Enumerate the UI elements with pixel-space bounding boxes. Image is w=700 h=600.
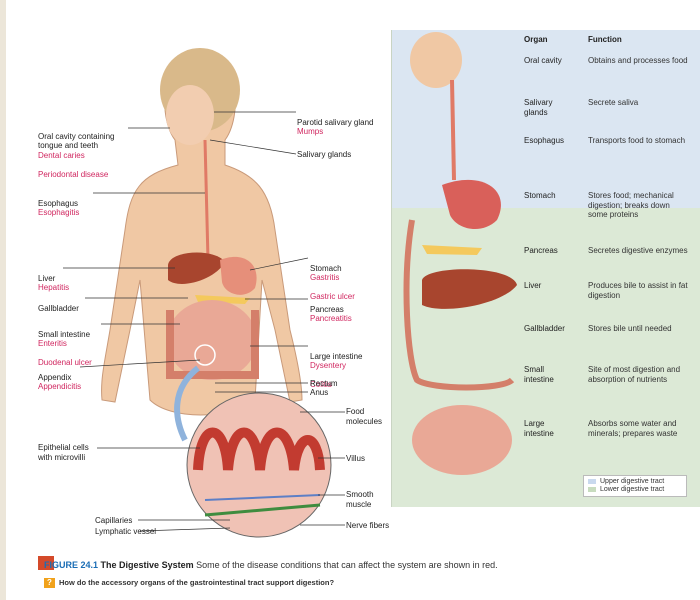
label-esophagus: Esophagus Esophagitis: [38, 189, 79, 227]
disease-periodontal: Periodontal disease: [38, 170, 114, 180]
label-salivary-glands: Salivary glands: [297, 150, 351, 160]
label-appendix-text: Appendix: [38, 373, 71, 382]
label-gallbladder-text: Gallbladder: [38, 304, 79, 313]
table-organ-oral-cavity: Oral cavity: [524, 56, 562, 66]
disease-pancreatitis: Pancreatitis: [310, 314, 352, 324]
label-oral-cavity-text: Oral cavity containing tongue and teeth: [38, 132, 114, 151]
table-organ-liver: Liver: [524, 281, 541, 291]
label-parotid-text: Parotid salivary gland: [297, 118, 373, 127]
disease-dental-caries: Dental caries: [38, 151, 114, 161]
disease-dysentery: Dysentery: [310, 361, 362, 371]
table-function-esophagus: Transports food to stomach: [588, 136, 688, 146]
label-liver-text: Liver: [38, 274, 55, 283]
intestines-shape: [167, 300, 257, 380]
figure-question-text: How do the accessory organs of the gastr…: [59, 578, 334, 587]
label-gallbladder: Gallbladder: [38, 294, 79, 313]
legend-lower-swatch: [588, 487, 596, 492]
label-smooth-muscle: Smooth muscle: [346, 490, 374, 509]
legend-lower-text: Lower digestive tract: [600, 486, 664, 493]
legend-upper-swatch: [588, 479, 596, 484]
label-esophagus-text: Esophagus: [38, 199, 78, 208]
tract-legend: Upper digestive tract Lower digestive tr…: [583, 475, 687, 497]
label-capillaries: Capillaries: [95, 516, 132, 526]
table-organ-small-intestine: Small intestine: [524, 365, 554, 384]
label-stomach-text: Stomach: [310, 264, 342, 273]
disease-appendicitis: Appendicitis: [38, 382, 81, 392]
legend-upper: Upper digestive tract: [588, 478, 664, 486]
table-function-oral-cavity: Obtains and processes food: [588, 56, 688, 66]
label-epithelial-cells: Epithelial cells with microvilli: [38, 443, 89, 462]
label-pancreas-text: Pancreas: [310, 305, 344, 314]
table-organ-salivary: Salivary glands: [524, 98, 552, 117]
disease-hepatitis: Hepatitis: [38, 283, 69, 293]
label-pancreas: Pancreas Pancreatitis: [310, 295, 352, 333]
disease-esophagitis: Esophagitis: [38, 208, 79, 218]
table-organ-gallbladder: Gallbladder: [524, 324, 565, 334]
table-header-function: Function: [588, 35, 622, 44]
label-small-intestine-text: Small intestine: [38, 330, 90, 339]
face: [166, 85, 214, 145]
table-organ-large-intestine: Large intestine: [524, 419, 554, 438]
label-anus: Anus: [310, 388, 328, 398]
figure-caption: FIGURE 24.1 The Digestive System Some of…: [44, 560, 498, 570]
table-function-large-intestine: Absorbs some water and minerals; prepare…: [588, 419, 688, 438]
label-oral-cavity: Oral cavity containing tongue and teeth …: [38, 122, 114, 189]
table-function-pancreas: Secretes digestive enzymes: [588, 246, 688, 256]
table-function-gallbladder: Stores bile until needed: [588, 324, 688, 334]
disease-mumps: Mumps: [297, 127, 373, 137]
table-organ-esophagus: Esophagus: [524, 136, 564, 146]
label-parotid: Parotid salivary gland Mumps: [297, 108, 373, 146]
figure-number: FIGURE 24.1: [44, 560, 98, 570]
table-function-liver: Produces bile to assist in fat digestion: [588, 281, 688, 300]
table-function-stomach: Stores food; mechanical digestion; break…: [588, 191, 688, 220]
label-food-molecules: Food molecules: [346, 407, 382, 426]
question-icon: ?: [44, 578, 55, 588]
table-header-organ: Organ: [524, 35, 548, 44]
table-organ-pancreas: Pancreas: [524, 246, 558, 256]
legend-upper-text: Upper digestive tract: [600, 478, 664, 485]
figure-caption-text: Some of the disease conditions that can …: [196, 560, 498, 570]
table-organ-stomach: Stomach: [524, 191, 556, 201]
disease-gastritis: Gastritis: [310, 273, 355, 283]
figure-title: The Digestive System: [101, 560, 194, 570]
label-nerve-fibers: Nerve fibers: [346, 521, 389, 531]
table-function-salivary: Secrete saliva: [588, 98, 688, 108]
table-function-small-intestine: Site of most digestion and absorption of…: [588, 365, 688, 384]
label-large-intestine-text: Large intestine: [310, 352, 362, 361]
organ-function-panel: Organ Function Oral cavity Obtains and p…: [391, 30, 700, 507]
label-lymphatic-vessel: Lymphatic vessel: [95, 527, 156, 537]
label-villus: Villus: [346, 454, 365, 464]
label-appendix: Appendix Appendicitis: [38, 363, 81, 401]
disease-enteritis: Enteritis: [38, 339, 92, 349]
figure-question: ? How do the accessory organs of the gast…: [44, 578, 334, 588]
legend-lower: Lower digestive tract: [588, 486, 664, 494]
